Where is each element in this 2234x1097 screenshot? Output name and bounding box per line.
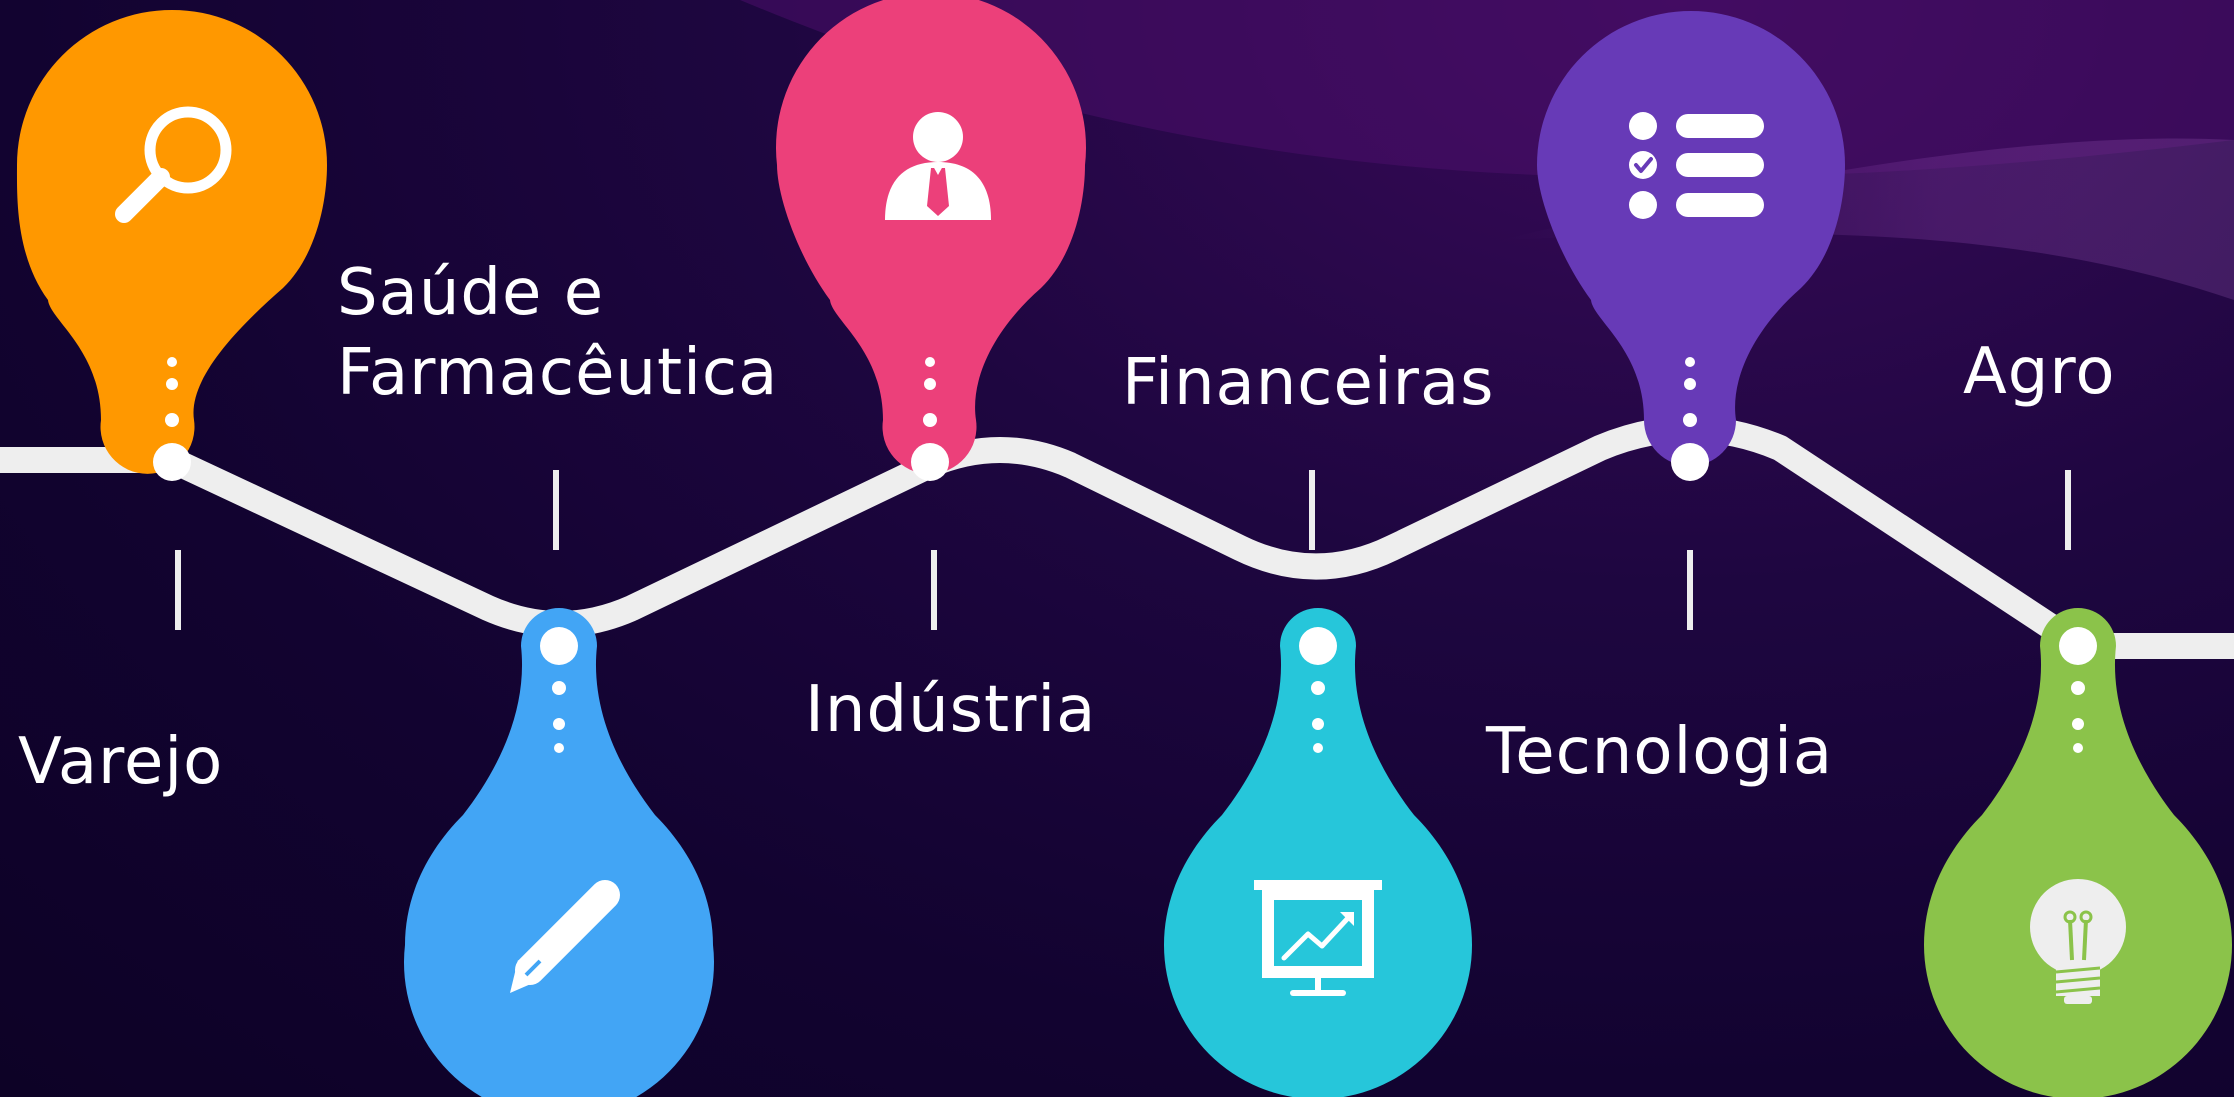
pin-agro-dot-1: [2071, 681, 2085, 695]
pin-varejo-dot-1: [167, 357, 177, 367]
pin-agro-body: [1924, 608, 2232, 1097]
pin-agro-node: [2059, 627, 2097, 665]
pin-varejo: [16, 9, 328, 630]
pin-financeiras-dot-2: [1312, 718, 1324, 730]
background-swoosh-light: [1500, 138, 2234, 300]
pin-industria-node: [911, 443, 949, 481]
pencil-icon: [510, 880, 620, 993]
pin-saude-dot-2: [553, 718, 565, 730]
label-industria: Indústria: [805, 673, 1097, 747]
pin-saude: [404, 470, 714, 1097]
pin-saude-node: [540, 627, 578, 665]
pin-tecnologia-dot-1: [1685, 357, 1695, 367]
pin-varejo-dot-3: [165, 413, 179, 427]
label-financeiras: Financeiras: [1122, 346, 1495, 420]
pin-financeiras-dot-3: [1313, 743, 1323, 753]
pin-tecnologia-node: [1671, 443, 1709, 481]
pin-industria-body: [776, 0, 1086, 474]
pin-financeiras: [1164, 470, 1472, 1097]
lightbulb-icon: [2030, 879, 2126, 1004]
pin-financeiras-node: [1299, 627, 1337, 665]
pin-tecnologia: [1537, 11, 1845, 630]
pin-saude-body: [404, 608, 714, 1097]
pin-industria-dot-2: [924, 378, 936, 390]
pin-industria-dot-1: [925, 357, 935, 367]
pin-industria: [776, 0, 1086, 630]
pin-agro-dot-3: [2073, 743, 2083, 753]
pin-agro-dot-2: [2072, 718, 2084, 730]
pin-saude-dot-1: [552, 681, 566, 695]
pin-tecnologia-body: [1537, 11, 1845, 466]
search-icon: [115, 106, 232, 223]
timeline-road: [0, 416, 2234, 659]
label-saude: Saúde e Farmacêutica: [337, 256, 779, 410]
pin-financeiras-body: [1164, 608, 1472, 1097]
checklist-icon: [1629, 112, 1764, 219]
presentation-chart-icon: [1254, 880, 1382, 996]
label-tecnologia: Tecnologia: [1486, 715, 1834, 789]
businessman-icon: [885, 112, 991, 220]
pin-saude-dot-3: [554, 743, 564, 753]
pin-varejo-node: [153, 443, 191, 481]
label-varejo: Varejo: [18, 725, 224, 799]
pin-industria-dot-3: [923, 413, 937, 427]
pin-tecnologia-dot-3: [1683, 413, 1697, 427]
pin-varejo-dot-2: [166, 378, 178, 390]
pin-varejo-body: [16, 9, 328, 474]
pin-agro: [1924, 470, 2232, 1097]
background-swoosh: [740, 0, 2234, 178]
pin-financeiras-dot-1: [1311, 681, 1325, 695]
label-agro: Agro: [1963, 335, 2116, 409]
pin-tecnologia-dot-2: [1684, 378, 1696, 390]
